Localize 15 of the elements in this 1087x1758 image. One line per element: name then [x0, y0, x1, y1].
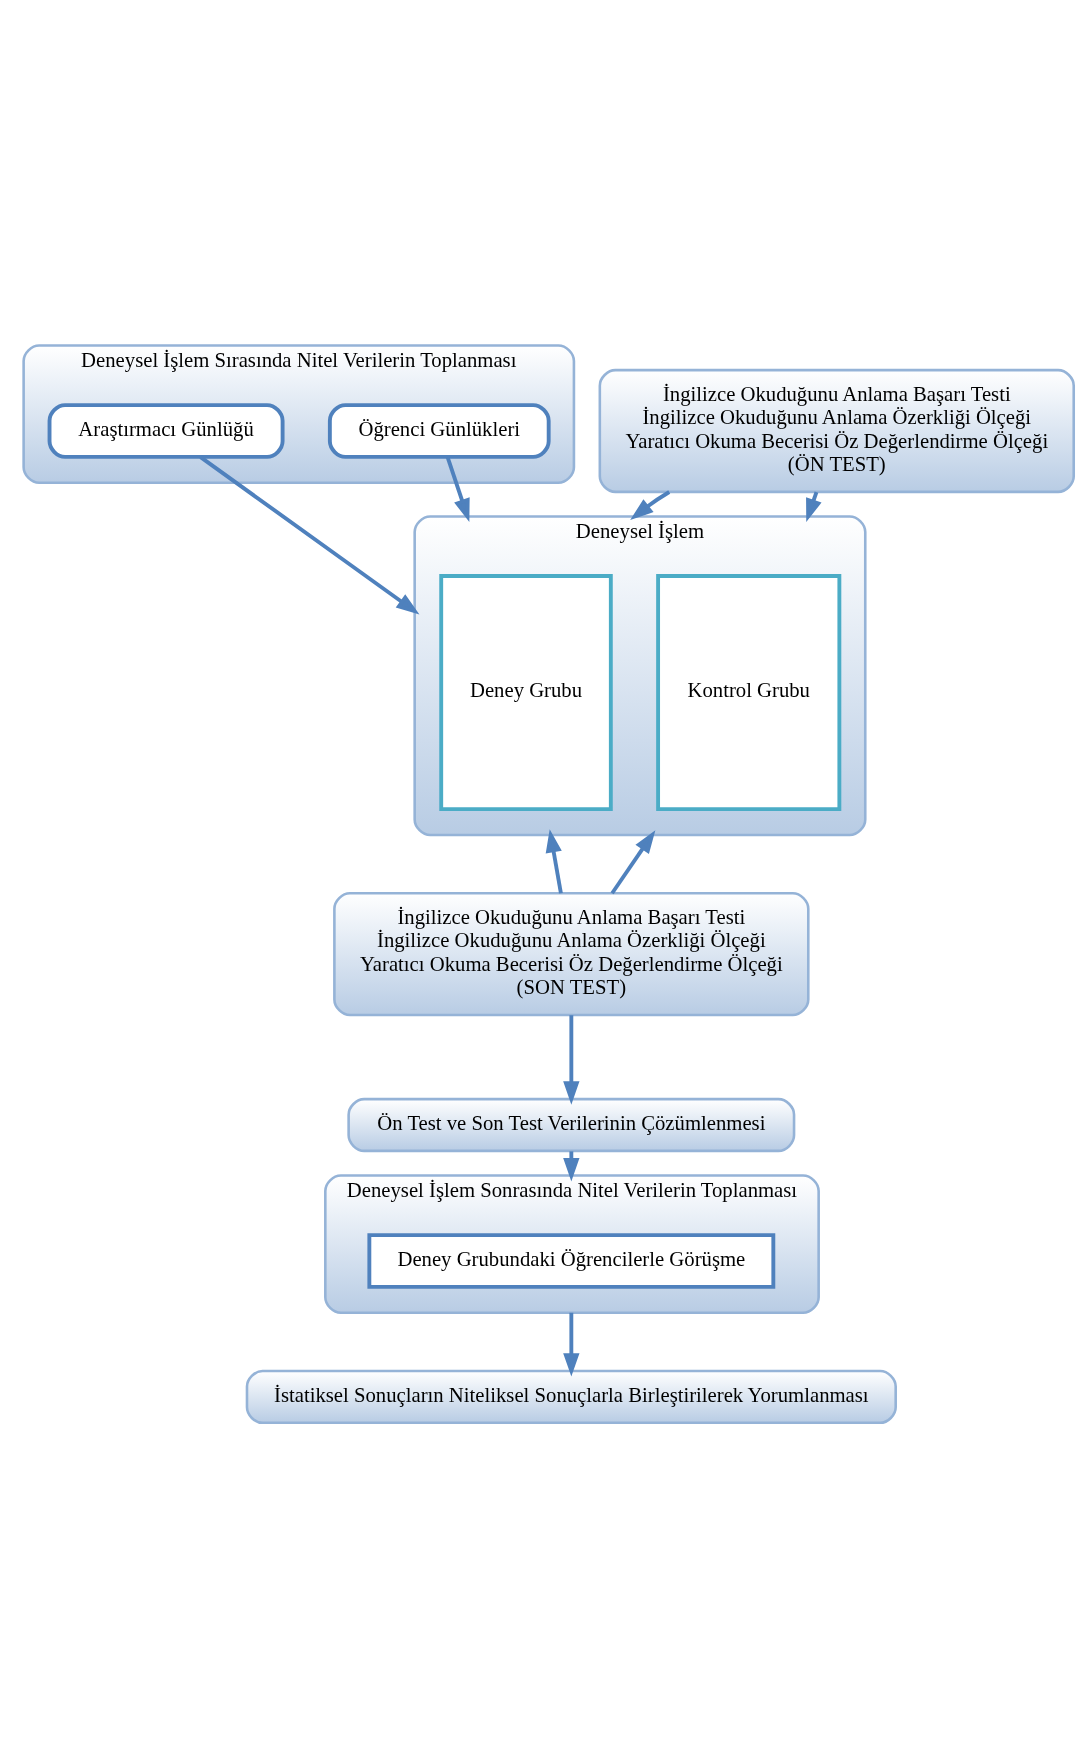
node-box: Deney Grubundaki Öğrencilerle Görüşme — [367, 1233, 776, 1289]
arrow — [199, 455, 420, 615]
arrow — [610, 830, 656, 895]
node-box: Öğrenci Günlükleri — [327, 403, 551, 459]
arrow — [545, 829, 563, 894]
node-box: Kontrol Grubu — [656, 574, 842, 812]
arrow — [630, 490, 671, 521]
node-box: Araştırmacı Günlüğü — [47, 403, 285, 459]
node-box: İngilizce Okuduğunu Anlama Başarı Testi İngilizce Okuduğunu Anlama Özerkliği Ölçeği Yaratıcı Okuma Becerisi Öz Değerlendirme Ölçeği (SON TEST) — [333, 891, 810, 1017]
node-box: İngilizce Okuduğunu Anlama Başarı Testi İngilizce Okuduğunu Anlama Özerkliği Ölçeği Yaratıcı Okuma Becerisi Öz Değerlendirme Ölçeği (ÖN TEST) — [598, 368, 1076, 494]
arrow — [563, 1015, 580, 1105]
node-box: Ön Test ve Son Test Verilerinin Çözümlenmesi — [347, 1097, 796, 1153]
arrow — [563, 1312, 580, 1377]
node-box: İstatiksel Sonuçların Niteliksel Sonuçlarla Birleştirilerek Yorumlanması — [245, 1369, 897, 1425]
node-box: Deney Grubu — [439, 574, 613, 812]
